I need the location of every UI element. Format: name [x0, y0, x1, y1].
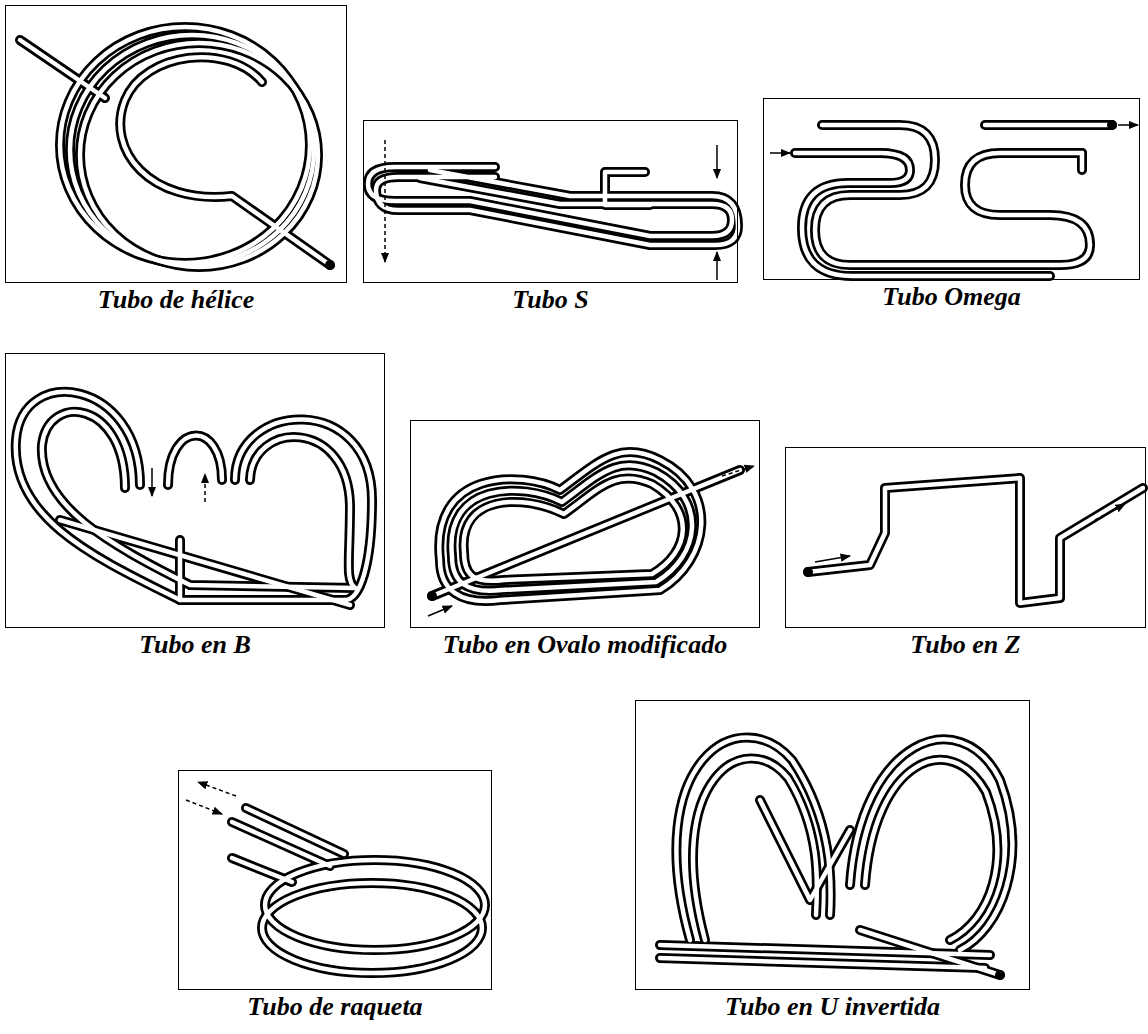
tube-frame: Tubo Omega: [763, 98, 1140, 280]
tube-end-dots: [325, 120, 1117, 980]
tube-frame: Tubo en Z: [785, 447, 1146, 628]
tube-caption: Tubo en Ovalo modificado: [443, 631, 727, 660]
tube-frame: Tubo S: [363, 120, 738, 283]
tube-core: [16, 27, 1143, 975]
tube-frame: Tubo en Ovalo modificado: [410, 420, 760, 628]
tube-caption: Tubo de raqueta: [247, 993, 422, 1022]
tube-caption: Tubo en U invertida: [725, 993, 940, 1022]
tube-outline: [16, 27, 1143, 975]
tube-caption: Tubo S: [512, 286, 588, 315]
tube-caption: Tubo en B: [139, 631, 251, 660]
tube-caption: Tubo de hélice: [98, 286, 254, 315]
tube-caption: Tubo en Z: [910, 631, 1020, 660]
tube-frame: Tubo de hélice: [5, 5, 347, 283]
tube-frame: Tubo en B: [5, 353, 385, 628]
flow-arrows: [152, 125, 1138, 814]
tube-frame: Tubo de raqueta: [178, 770, 492, 990]
tube-frame: Tubo en U invertida: [635, 700, 1030, 990]
tube-caption: Tubo Omega: [882, 283, 1020, 312]
